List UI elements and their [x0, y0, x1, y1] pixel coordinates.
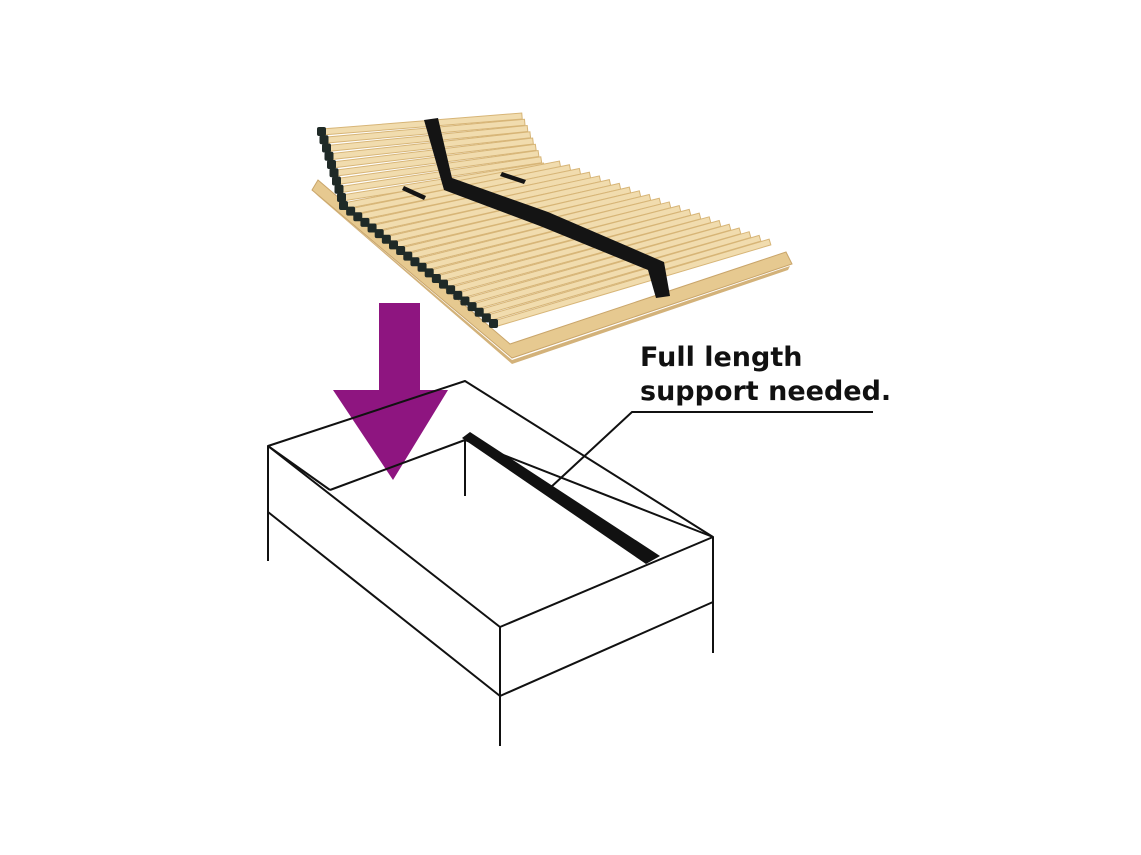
body-slat-clip	[446, 285, 456, 295]
callout-text-line-2: support needed.	[640, 376, 891, 407]
body-slat-clip	[381, 234, 391, 244]
frame-base-rail	[311, 179, 793, 359]
body-slat-clip	[410, 257, 420, 267]
head-slat-clip	[322, 143, 331, 153]
head-slat-clip	[337, 193, 346, 202]
body-slat-clip	[424, 268, 434, 278]
body-slat-clip	[374, 229, 384, 239]
head-slat-clip	[317, 127, 326, 136]
body-slat-clip	[417, 262, 427, 272]
box-front-right-face	[499, 537, 714, 697]
center-support-beam	[462, 432, 660, 564]
down-arrow	[333, 303, 448, 480]
body-slat-clip	[460, 296, 470, 306]
head-slat-clip	[327, 160, 336, 169]
callout-text-line-1: Full length	[640, 342, 802, 373]
body-slat-clip	[353, 212, 363, 222]
body-slat-clip	[489, 319, 498, 328]
callout-leader-line	[549, 411, 873, 489]
head-slat-clip	[319, 135, 329, 145]
body-slat-clip	[481, 313, 491, 323]
box-top-outer	[267, 380, 714, 628]
body-slat-clip	[403, 251, 413, 261]
head-slat-clip	[332, 176, 341, 186]
body-slat-clip	[439, 279, 448, 289]
slatted-bed-frame	[311, 112, 793, 364]
box-inner-rim-front	[267, 445, 331, 491]
body-slat-clip	[467, 302, 477, 312]
body-slat-clip	[339, 201, 348, 210]
body-slat-clip	[389, 240, 398, 250]
box-front-left-face	[267, 446, 501, 697]
head-slat-clip	[324, 151, 334, 161]
body-slat-clip	[474, 307, 484, 317]
body-slat-clip	[346, 206, 356, 216]
body-slat-clip	[431, 274, 441, 284]
body-slat-clip	[360, 217, 370, 227]
body-slat-clip	[367, 223, 377, 233]
center-strap	[424, 118, 670, 298]
strap-segment-left	[402, 186, 426, 200]
head-slat-clip	[334, 184, 344, 194]
body-section-slats	[339, 160, 772, 328]
head-section-slats	[317, 112, 546, 202]
body-slat-clip	[453, 290, 463, 300]
body-slat-clip	[396, 245, 406, 255]
strap-segment-right	[500, 172, 526, 184]
head-slat-clip	[329, 168, 339, 178]
